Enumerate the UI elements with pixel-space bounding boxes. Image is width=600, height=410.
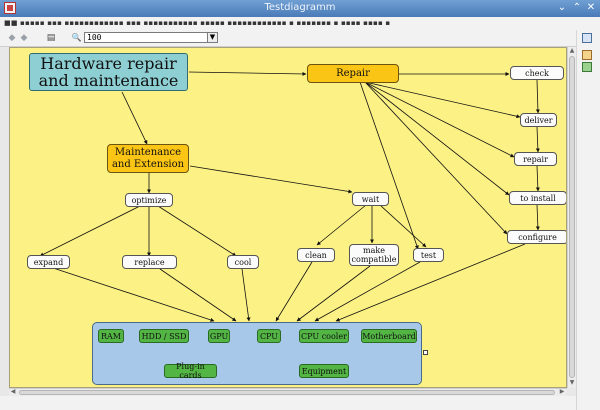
close-icon[interactable]: ✕ xyxy=(586,2,596,13)
palette-icon[interactable] xyxy=(582,62,592,72)
node-test[interactable]: test xyxy=(413,248,444,262)
node-plugin-cards[interactable]: Plug-in cards xyxy=(164,362,217,380)
node-maintenance-line1: Maintenance xyxy=(114,146,182,158)
node-deliver[interactable]: deliver xyxy=(520,113,557,127)
vertical-scrollbar[interactable]: ▲ ▼ xyxy=(567,47,576,388)
app-icon xyxy=(4,2,16,14)
minimize-icon[interactable]: ⌄ xyxy=(557,2,567,13)
node-cpu-cooler[interactable]: CPU cooler xyxy=(299,329,349,343)
node-maintenance-line2: and Extension xyxy=(111,158,185,170)
resize-handle[interactable] xyxy=(423,350,428,355)
node-configure[interactable]: configure xyxy=(507,230,566,244)
edge xyxy=(364,81,515,158)
chevron-down-icon[interactable]: ▼ xyxy=(207,33,217,42)
node-replace[interactable]: replace xyxy=(122,255,177,269)
toolbar: ◆ ◆ ▤ 🔍 100 ▼ xyxy=(0,30,600,47)
edge xyxy=(364,81,510,196)
forward-icon[interactable]: ◆ xyxy=(20,33,28,43)
node-root[interactable]: Hardware repair and maintenance xyxy=(29,53,188,91)
node-gpu[interactable]: GPU xyxy=(208,329,230,343)
scroll-right-icon[interactable]: ▶ xyxy=(559,388,565,395)
edge xyxy=(189,165,353,194)
node-clean[interactable]: clean xyxy=(297,248,335,262)
horizontal-scrollbar[interactable]: ◀ ▶ xyxy=(9,388,567,396)
node-check[interactable]: check xyxy=(510,66,564,80)
edge xyxy=(49,266,215,322)
menu-bar[interactable]: ■■ ▪▪▪▪▪ ▪▪▪ ▪▪▪▪▪▪▪▪▪▪▪▪ ▪▪▪ ▪▪▪▪▪▪▪▪▪▪… xyxy=(0,17,600,31)
node-cool[interactable]: cool xyxy=(227,255,259,269)
menu-text[interactable]: ■■ ▪▪▪▪▪ ▪▪▪ ▪▪▪▪▪▪▪▪▪▪▪▪ ▪▪▪ ▪▪▪▪▪▪▪▪▪▪… xyxy=(4,19,391,27)
edge xyxy=(535,165,540,192)
node-root-line2: and maintenance xyxy=(38,71,179,90)
edge xyxy=(314,261,421,322)
back-icon[interactable]: ◆ xyxy=(8,33,16,43)
node-ram[interactable]: RAM xyxy=(98,329,124,343)
edge xyxy=(157,205,237,257)
node-motherboard[interactable]: Motherboard xyxy=(361,329,417,343)
zoom-select[interactable]: 100 ▼ xyxy=(84,32,218,43)
edge xyxy=(364,81,508,235)
node-cpu[interactable]: CPU xyxy=(257,329,281,343)
refresh-icon[interactable] xyxy=(582,33,592,43)
edge xyxy=(335,243,526,322)
edge xyxy=(241,268,251,322)
edge xyxy=(39,205,141,257)
node-make-compatible-line1: make xyxy=(363,246,385,255)
edge xyxy=(535,204,540,231)
node-repair[interactable]: Repair xyxy=(307,64,399,83)
window-titlebar: Testdiagramm ⌄ ⌃ ✕ xyxy=(0,0,600,17)
node-wait[interactable]: wait xyxy=(352,192,389,206)
diagram-canvas[interactable]: Hardware repair and maintenance Repair M… xyxy=(9,47,567,388)
zoom-icon: 🔍 xyxy=(71,33,82,42)
edge xyxy=(121,91,148,145)
edge xyxy=(296,265,371,322)
edge xyxy=(159,268,237,322)
maximize-icon[interactable]: ⌃ xyxy=(572,2,582,13)
status-bar xyxy=(0,396,576,410)
node-equipment[interactable]: Equipment xyxy=(299,364,349,378)
edge xyxy=(364,81,521,119)
layout-icon[interactable]: ▤ xyxy=(46,33,56,43)
edge xyxy=(275,261,313,322)
edge xyxy=(535,79,540,114)
edge xyxy=(379,204,427,248)
scroll-up-icon[interactable]: ▲ xyxy=(569,47,575,54)
edge xyxy=(535,126,540,153)
horizontal-scroll-thumb[interactable] xyxy=(19,390,555,395)
edge xyxy=(359,81,419,250)
node-hdd-ssd[interactable]: HDD / SSD xyxy=(139,329,189,343)
node-root-line1: Hardware repair xyxy=(40,54,177,73)
tool-icon[interactable] xyxy=(582,50,592,60)
zoom-value: 100 xyxy=(87,33,102,42)
vertical-scroll-thumb[interactable] xyxy=(569,56,575,378)
node-optimize[interactable]: optimize xyxy=(125,193,173,207)
node-maintenance[interactable]: Maintenance and Extension xyxy=(107,144,189,173)
scroll-left-icon[interactable]: ◀ xyxy=(10,388,16,395)
window-title: Testdiagramm xyxy=(264,2,336,13)
edge xyxy=(316,204,367,246)
node-repair-step[interactable]: repair xyxy=(514,152,557,166)
node-make-compatible-line2: compatible xyxy=(351,255,397,264)
node-make-compatible[interactable]: make compatible xyxy=(349,244,399,266)
edges xyxy=(39,71,540,322)
scroll-down-icon[interactable]: ▼ xyxy=(569,379,575,386)
node-to-install[interactable]: to install xyxy=(509,191,566,205)
edge-layer xyxy=(39,71,540,322)
node-expand[interactable]: expand xyxy=(27,255,70,269)
side-panel xyxy=(576,30,600,410)
edge xyxy=(188,71,307,76)
